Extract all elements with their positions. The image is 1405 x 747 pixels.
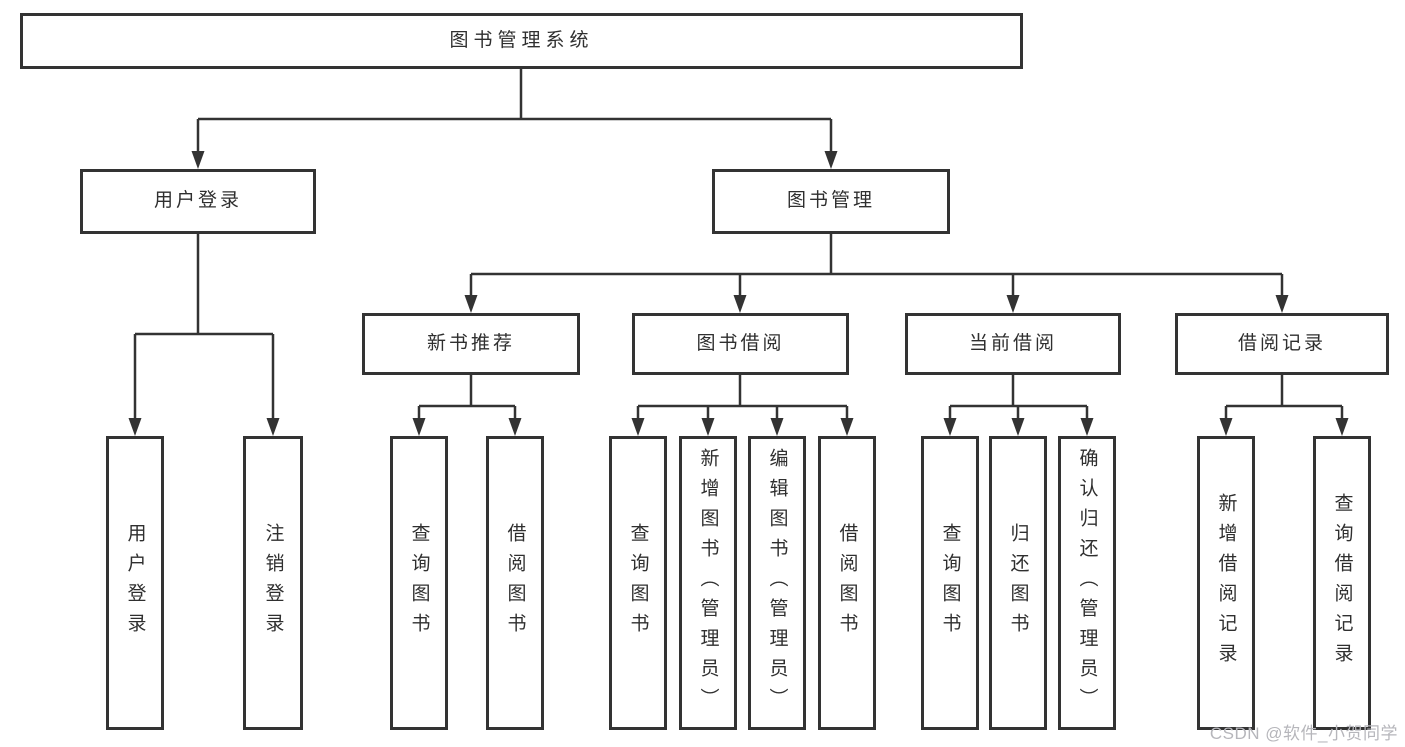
leaf-confirm-return-admin: 确认归还（管理员） bbox=[1058, 436, 1116, 730]
node-user-login: 用户登录 bbox=[80, 169, 316, 234]
leaf-label: 借阅图书 bbox=[836, 523, 858, 643]
leaf-return-books: 归还图书 bbox=[989, 436, 1047, 730]
node-label: 用户登录 bbox=[153, 190, 242, 212]
leaf-label: 新增图书（管理员） bbox=[697, 448, 719, 718]
node-label: 图书管理系统 bbox=[449, 29, 594, 51]
leaf-query-books: 查询图书 bbox=[609, 436, 667, 730]
leaf-label: 确认归还（管理员） bbox=[1076, 448, 1098, 718]
leaf-borrow-books: 借阅图书 bbox=[818, 436, 876, 730]
leaf-label: 归还图书 bbox=[1007, 523, 1029, 643]
leaf-query-borrow-record: 查询借阅记录 bbox=[1313, 436, 1371, 730]
leaf-query-books: 查询图书 bbox=[921, 436, 979, 730]
leaf-query-books: 查询图书 bbox=[390, 436, 448, 730]
node-label: 当前借阅 bbox=[968, 332, 1057, 354]
node-label: 新书推荐 bbox=[426, 332, 515, 354]
leaf-label: 注销登录 bbox=[262, 523, 284, 643]
leaf-add-borrow-record: 新增借阅记录 bbox=[1197, 436, 1255, 730]
leaf-label: 查询图书 bbox=[627, 523, 649, 643]
leaf-edit-books-admin: 编辑图书（管理员） bbox=[748, 436, 806, 730]
node-label: 图书借阅 bbox=[696, 332, 785, 354]
node-book-management: 图书管理 bbox=[712, 169, 950, 234]
leaf-label: 查询借阅记录 bbox=[1331, 493, 1353, 673]
csdn-watermark: CSDN @软件_小贺同学 bbox=[1209, 724, 1398, 743]
leaf-label: 新增借阅记录 bbox=[1215, 493, 1237, 673]
leaf-label: 编辑图书（管理员） bbox=[766, 448, 788, 718]
leaf-borrow-books: 借阅图书 bbox=[486, 436, 544, 730]
leaf-user-login: 用户登录 bbox=[106, 436, 164, 730]
leaf-add-books-admin: 新增图书（管理员） bbox=[679, 436, 737, 730]
leaf-label: 借阅图书 bbox=[504, 523, 526, 643]
leaf-logout: 注销登录 bbox=[243, 436, 303, 730]
node-label: 借阅记录 bbox=[1237, 332, 1326, 354]
node-borrow-records: 借阅记录 bbox=[1175, 313, 1389, 375]
node-library-management-system: 图书管理系统 bbox=[20, 13, 1023, 69]
leaf-label: 用户登录 bbox=[124, 523, 146, 643]
node-label: 图书管理 bbox=[786, 190, 875, 212]
node-book-borrow: 图书借阅 bbox=[632, 313, 849, 375]
node-new-book-recommend: 新书推荐 bbox=[362, 313, 580, 375]
leaf-label: 查询图书 bbox=[408, 523, 430, 643]
node-current-borrow: 当前借阅 bbox=[905, 313, 1121, 375]
leaf-label: 查询图书 bbox=[939, 523, 961, 643]
